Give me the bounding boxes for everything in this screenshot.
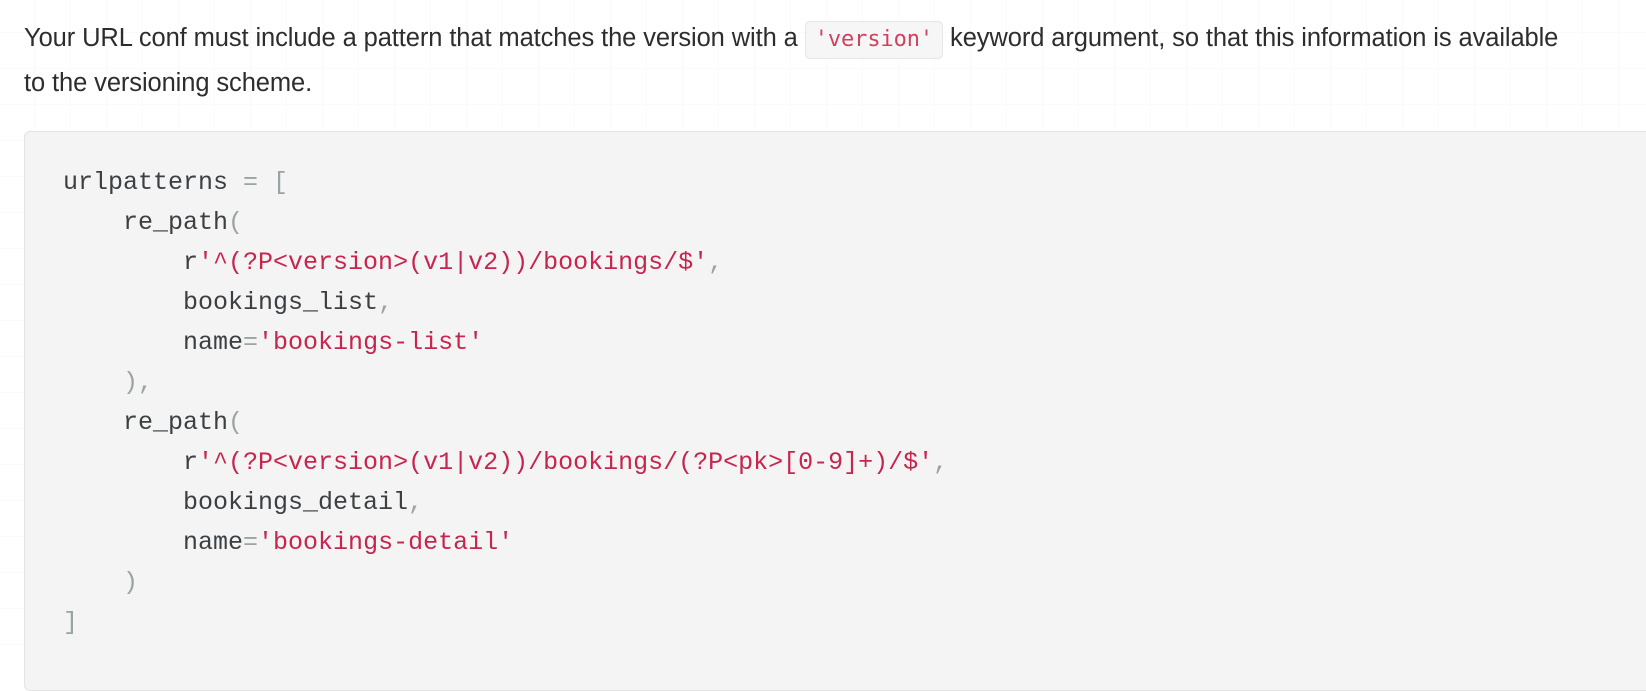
code-token: r [63, 448, 199, 477]
code-line: bookings_detail, [63, 488, 423, 517]
code-token: bookings_detail [63, 488, 409, 517]
code-token: = [ [243, 168, 289, 197]
code-token: , [408, 488, 424, 517]
paragraph-text-before-code: Your URL conf must include a pattern tha… [24, 24, 798, 52]
code-token: ] [63, 608, 79, 637]
code-token: = [243, 528, 259, 557]
code-line: ] [63, 608, 78, 637]
code-token: 'bookings-detail' [258, 528, 514, 557]
code-line: bookings_list, [63, 288, 393, 317]
code-token: re_path [63, 408, 229, 437]
code-token: re_path [63, 208, 229, 237]
code-line: re_path( [63, 408, 243, 437]
code-line: urlpatterns = [ [63, 168, 288, 197]
code-token: '^(?P<version>(v1|v2))/bookings/$' [198, 248, 709, 277]
code-token: ), [63, 368, 154, 397]
code-token: bookings_list [63, 288, 379, 317]
code-token: , [378, 288, 394, 317]
code-token: name [63, 328, 244, 357]
code-token: , [933, 448, 949, 477]
code-token: name [63, 528, 244, 557]
code-line: ) [63, 568, 138, 597]
inline-code-version: 'version' [804, 21, 944, 59]
code-token: r [63, 248, 199, 277]
intro-paragraph: Your URL conf must include a pattern tha… [0, 0, 1608, 106]
code-token: = [243, 328, 259, 357]
code-token: ) [63, 568, 139, 597]
code-token: ( [228, 208, 244, 237]
code-block-urlpatterns: urlpatterns = [ re_path( r'^(?P<version>… [24, 131, 1646, 691]
code-token: ( [228, 408, 244, 437]
code-line: r'^(?P<version>(v1|v2))/bookings/(?P<pk>… [63, 448, 948, 477]
code-content[interactable]: urlpatterns = [ re_path( r'^(?P<version>… [63, 162, 1646, 642]
code-token: '^(?P<version>(v1|v2))/bookings/(?P<pk>[… [198, 448, 934, 477]
code-line: re_path( [63, 208, 243, 237]
code-line: ), [63, 368, 153, 397]
code-line: name='bookings-detail' [63, 528, 513, 557]
code-token: 'bookings-list' [258, 328, 484, 357]
code-lines: urlpatterns = [ re_path( r'^(?P<version>… [63, 168, 948, 637]
code-line: name='bookings-list' [63, 328, 483, 357]
code-token: , [708, 248, 724, 277]
code-token: urlpatterns [63, 168, 244, 197]
code-line: r'^(?P<version>(v1|v2))/bookings/$', [63, 248, 723, 277]
